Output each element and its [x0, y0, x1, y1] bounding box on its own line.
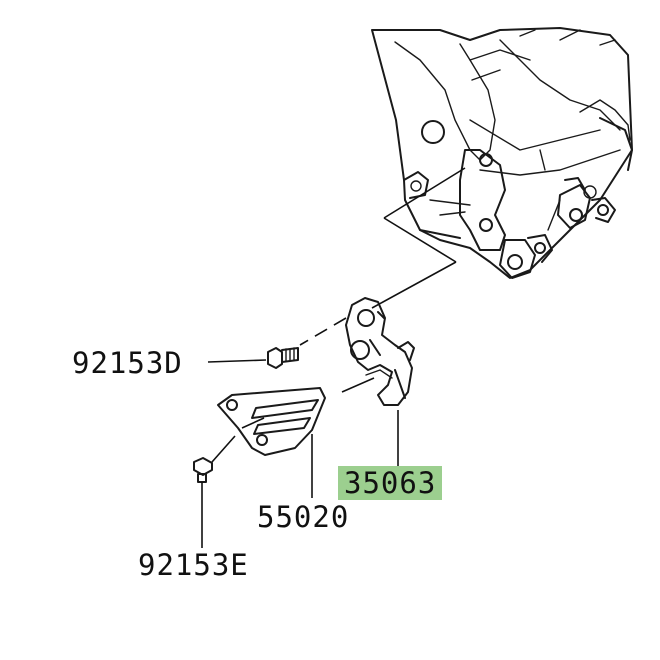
- part-label-92153d[interactable]: 92153D: [72, 346, 183, 380]
- bolt-e-drawing: [193, 457, 213, 483]
- part-label-55020[interactable]: 55020: [257, 500, 350, 534]
- cover-plate-drawing: [217, 387, 326, 456]
- bracket-part-drawing: [345, 297, 415, 406]
- part-label-92153e[interactable]: 92153E: [138, 548, 249, 582]
- bolt-d-drawing: [267, 347, 299, 369]
- engine-frame-drawing: [371, 27, 633, 279]
- part-label-35063-highlighted[interactable]: 35063: [338, 466, 443, 500]
- assembly-outline-lines: [211, 167, 466, 463]
- label-leader-lines: [201, 359, 399, 548]
